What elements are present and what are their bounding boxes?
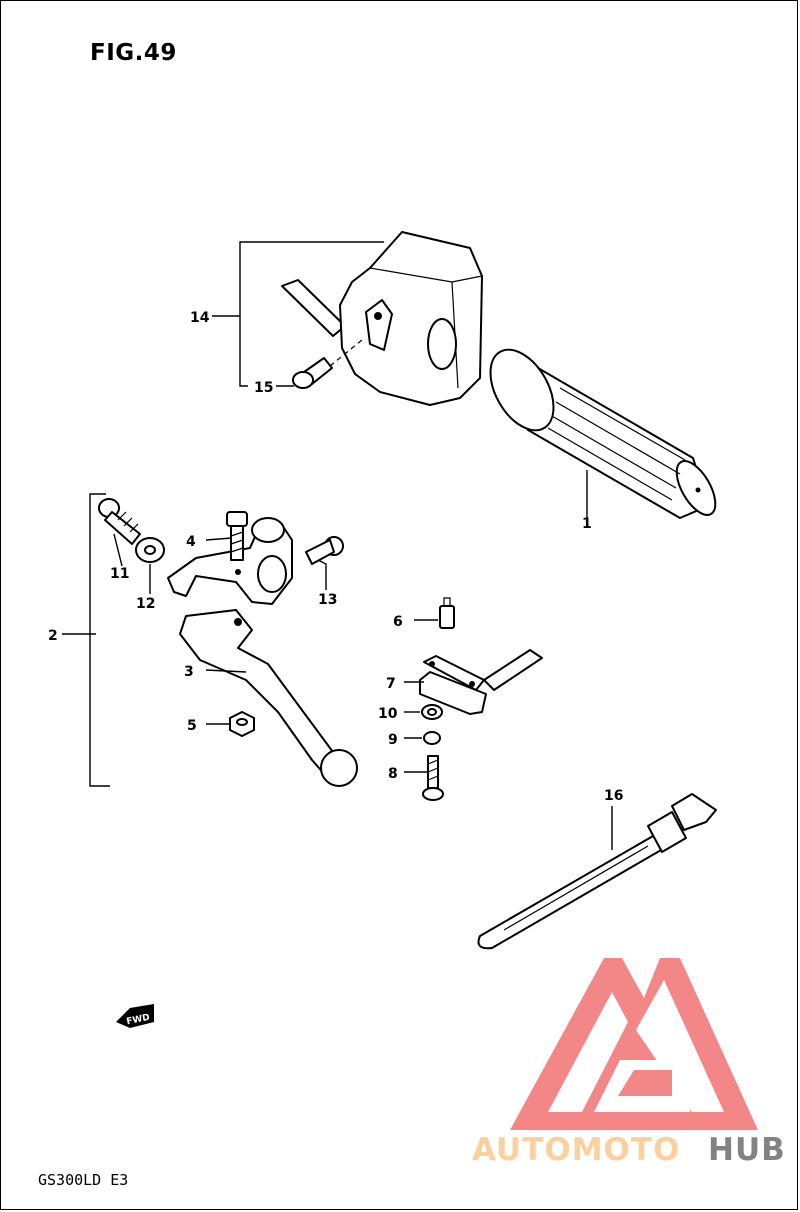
clamp-band-16 — [477, 793, 717, 950]
screw-15 — [292, 339, 363, 389]
callout-1: 1 — [582, 516, 592, 532]
switch-housing-bar-hole — [427, 318, 457, 370]
callout-10: 10 — [378, 706, 398, 722]
callout-2: 2 — [48, 628, 58, 644]
callout-3: 3 — [184, 664, 194, 680]
screw-13 — [305, 536, 344, 565]
callout-8: 8 — [388, 766, 398, 782]
lever-holder — [167, 517, 293, 605]
switch-7 — [419, 649, 543, 715]
switch-housing-cable — [281, 279, 346, 337]
switch-housing-body — [339, 231, 483, 406]
grip-body — [527, 367, 709, 519]
washer-9 — [423, 731, 441, 745]
leader-lines — [62, 241, 613, 850]
callout-11: 11 — [110, 566, 129, 582]
callout-12: 12 — [136, 596, 155, 612]
logo-text-automoto: AUTOMOTO — [472, 1132, 680, 1168]
nut-5 — [229, 711, 255, 737]
callout-15: 15 — [254, 380, 273, 396]
callout-13: 13 — [318, 592, 337, 608]
nut-10 — [421, 704, 443, 720]
handlebar-grip — [489, 348, 717, 519]
automotohub-logo: AUTOMOTO HUB — [472, 958, 786, 1168]
bolt-4 — [226, 511, 248, 561]
callout-16: 16 — [604, 788, 623, 804]
forward-direction-marker: FWD — [116, 1004, 154, 1028]
screw-8 — [422, 755, 444, 801]
grip-flange — [489, 348, 555, 432]
callout-14: 14 — [190, 310, 210, 326]
lever-3 — [179, 609, 358, 787]
callout-4: 4 — [186, 534, 196, 550]
fwd-label: FWD — [126, 1013, 151, 1028]
grip-end — [675, 460, 717, 516]
washer-12 — [135, 537, 165, 563]
logo-text-hub: HUB — [708, 1132, 786, 1168]
model-code: GS300LD E3 — [38, 1171, 129, 1189]
figure-title: FIG.49 — [90, 40, 177, 66]
callout-5: 5 — [187, 718, 197, 734]
bolt-11 — [98, 498, 141, 545]
callout-labels: 14 15 1 2 3 4 5 6 7 8 9 10 11 12 13 16 — [48, 310, 623, 804]
switch-housing — [281, 231, 483, 406]
callout-6: 6 — [393, 614, 403, 630]
callout-9: 9 — [388, 732, 398, 748]
callout-7: 7 — [386, 676, 396, 692]
terminal-6 — [439, 597, 455, 629]
